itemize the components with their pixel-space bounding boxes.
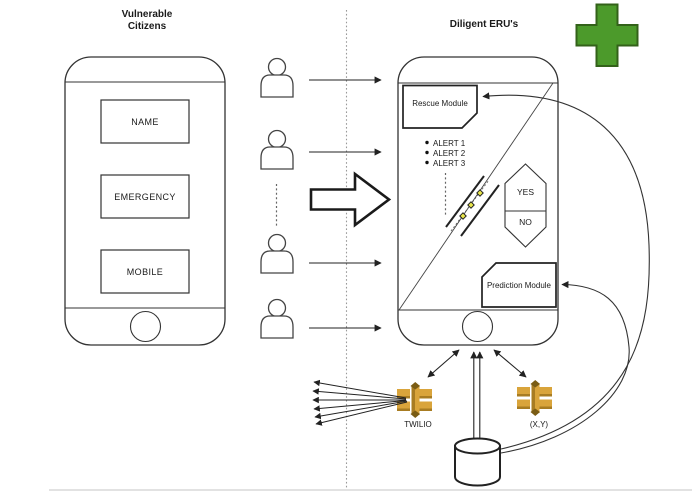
twilio-label: TWILIO: [404, 419, 432, 429]
citizen-to-eru-arrows: [309, 76, 382, 332]
alert-item: ALERT 2: [433, 148, 466, 158]
name-field-box: [100, 99, 190, 144]
rescue-module-label: Rescue Module: [412, 98, 468, 108]
emergency-field-box: [100, 174, 190, 219]
alert-bullets: [425, 140, 429, 165]
person-icon: [260, 233, 294, 274]
prediction-module-label: Prediction Module: [486, 280, 552, 290]
decision-yes-label: YES: [516, 187, 534, 197]
right-section-title: Diligent ERU's: [449, 19, 519, 30]
citizen-phone-frame: [64, 56, 226, 346]
database-to-rescue-curve: [482, 92, 650, 450]
aws-gold-service-icon-xy: [517, 380, 552, 416]
alert-item: ALERT 1: [433, 138, 466, 148]
phone-xy-arrow: [493, 349, 527, 378]
mobile-field-box: [100, 249, 190, 294]
medical-plus-icon: [575, 3, 639, 67]
hazard-diamond-icon: [459, 212, 467, 220]
big-flow-arrow: [309, 171, 392, 228]
emergency-field-label: EMERGENCY: [114, 191, 176, 202]
person-icon: [260, 57, 294, 98]
name-field-label: NAME: [131, 116, 159, 127]
left-section-title: Vulnerable Citizens: [121, 9, 173, 32]
twilio-broadcast-fan: [312, 379, 408, 426]
person-icon: [260, 298, 294, 339]
decision-no-label: NO: [519, 217, 532, 227]
home-button: [461, 310, 494, 343]
home-button: [129, 310, 162, 343]
rescue-module-box: [402, 84, 478, 129]
mobile-field-label: MOBILE: [126, 266, 164, 277]
xy-coordinates-label: (X,Y): [529, 419, 549, 429]
prediction-module-box: [481, 262, 557, 308]
person-icon: [260, 129, 294, 170]
database-cylinder-icon: [454, 437, 501, 487]
decision-hexagon: [504, 163, 547, 248]
hazard-diamond-icon: [476, 189, 484, 197]
hazard-diamond-icon: [467, 201, 475, 209]
database-to-prediction-curve: [500, 281, 630, 454]
screen-diagonal-line: [398, 82, 554, 311]
alert-item: ALERT 3: [433, 158, 466, 168]
phone-twilio-arrow: [427, 349, 460, 378]
hazard-road: [445, 175, 500, 237]
